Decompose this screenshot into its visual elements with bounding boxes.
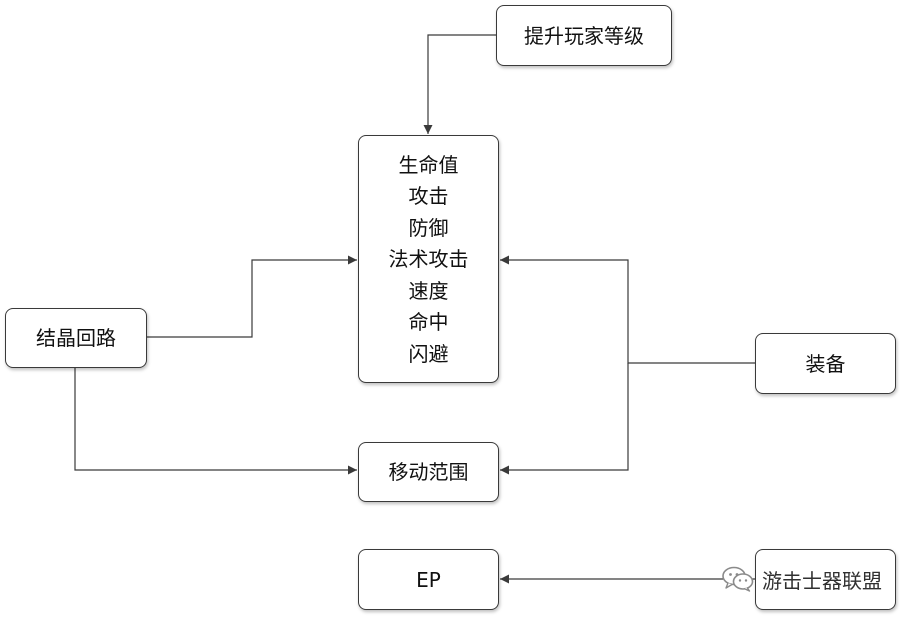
arrow-equipment-to-stats	[500, 255, 755, 364]
bottom-right-node	[755, 549, 896, 610]
orbment-label: 结晶回路	[36, 326, 116, 350]
stat-defense: 防御	[408, 215, 449, 240]
level-up-label: 提升玩家等级	[524, 23, 644, 48]
stat-arts-attack: 法术攻击	[388, 247, 469, 271]
ep-label: EP	[416, 567, 441, 592]
movement-range-label: 移动范围	[388, 460, 469, 484]
movement-range-node: 移动范围	[358, 442, 499, 502]
stat-speed: 速度	[408, 278, 449, 303]
stat-evasion: 闪避	[408, 341, 449, 366]
equipment-label: 装备	[805, 351, 846, 376]
equipment-node: 装备	[755, 333, 896, 394]
stat-hp: 生命值	[398, 152, 459, 177]
arrow-equipment-to-movement	[500, 363, 629, 475]
stat-accuracy: 命中	[408, 310, 449, 334]
stats-node: 生命值 攻击 防御 法术攻击 速度 命中 闪避	[358, 135, 499, 383]
level-up-node: 提升玩家等级	[496, 5, 672, 66]
arrow-orbment-to-stats	[147, 255, 357, 338]
orbment-node: 结晶回路	[5, 308, 147, 368]
arrow-orbment-to-movement	[74, 368, 357, 475]
stat-attack: 攻击	[408, 184, 449, 208]
ep-node: EP	[358, 549, 499, 610]
arrow-level-to-stats	[423, 34, 496, 134]
